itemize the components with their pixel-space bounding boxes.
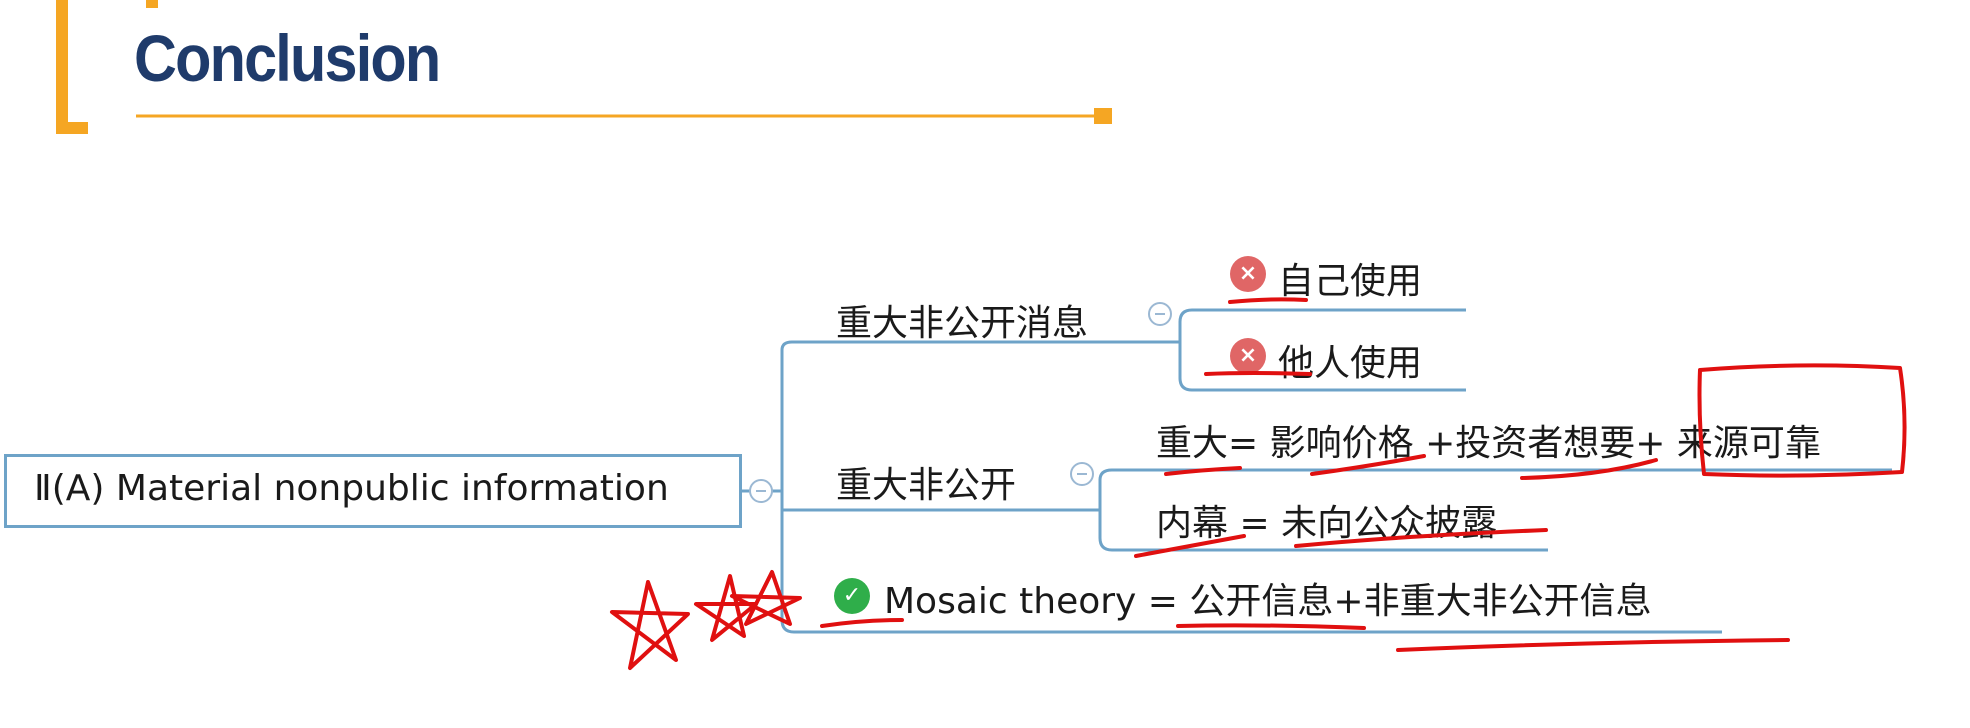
affects-price: 影响价格 <box>1269 423 1414 464</box>
accent-bracket-foot <box>56 122 88 134</box>
star-left <box>610 580 690 670</box>
header-decoration <box>56 0 1112 134</box>
branch1-child-2[interactable]: 他人使用 <box>1278 343 1423 384</box>
underline-nonpublic <box>1134 534 1246 558</box>
underline-affects-price <box>1310 454 1426 476</box>
branch1-label[interactable]: 重大非公开消息 <box>836 303 1089 344</box>
equals-sign: = <box>1136 581 1190 622</box>
branch1-collapse-toggle[interactable] <box>1148 302 1172 326</box>
accent-bracket-vertical <box>56 0 68 134</box>
branch1-child-1[interactable]: 自己使用 <box>1278 261 1423 302</box>
cross-circle-icon: × <box>1230 256 1266 292</box>
investors-want: +投资者想要+ <box>1413 423 1677 464</box>
underline-mosaic <box>820 618 904 628</box>
underline-public-info <box>1176 623 1366 630</box>
branch2-fork <box>1098 468 1892 552</box>
slide-title: Conclusion <box>134 21 441 95</box>
cross-circle-icon: × <box>1230 338 1266 374</box>
star-mid <box>694 574 758 642</box>
check-circle-icon: ✓ <box>834 578 870 614</box>
underline-nonmaterial <box>1396 638 1790 652</box>
root-collapse-toggle[interactable] <box>749 479 773 503</box>
title-underline-end <box>1094 108 1112 124</box>
underline-materiality <box>1164 466 1242 476</box>
underline-others-use <box>1204 371 1312 376</box>
branch3-label[interactable]: Mosaic theory = 公开信息+非重大非公开信息 <box>884 572 1652 624</box>
star-right <box>730 570 802 626</box>
underline-investors <box>1520 458 1658 480</box>
mosaic-theory-term: Mosaic theory <box>884 581 1137 622</box>
branch2-collapse-toggle[interactable] <box>1070 462 1094 486</box>
nonpublic-term: 内幕 <box>1156 503 1240 544</box>
underline-self-use <box>1228 297 1308 304</box>
accent-bracket-top <box>146 0 158 8</box>
underline-not-disclosed <box>1294 528 1548 548</box>
mosaic-definition: 公开信息+非重大非公开信息 <box>1189 581 1652 622</box>
branch1-fork <box>1178 308 1466 392</box>
branch2-label[interactable]: 重大非公开 <box>836 465 1017 506</box>
box-reliable-source <box>1697 363 1907 478</box>
root-node-label: Ⅱ(A) Material nonpublic information <box>34 468 669 509</box>
root-node[interactable] <box>4 454 742 528</box>
materiality-term: 重大= <box>1156 423 1270 464</box>
